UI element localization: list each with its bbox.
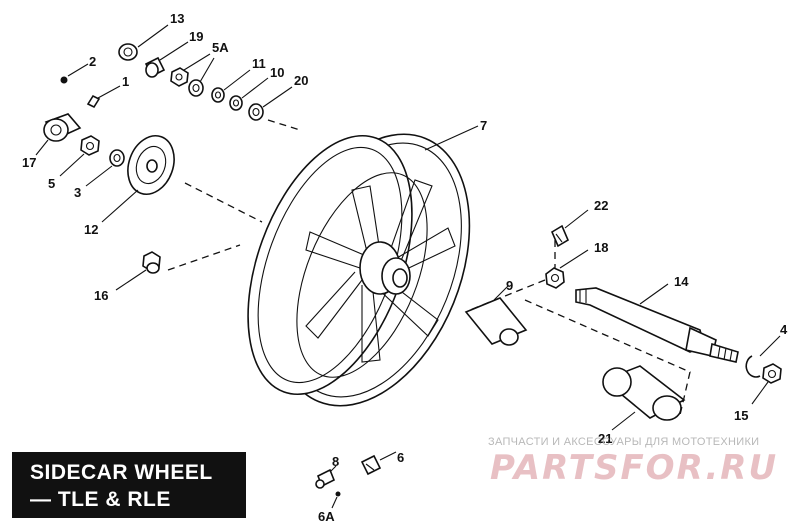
part-14	[575, 283, 739, 363]
callout-11: 11	[252, 56, 266, 71]
callout-6a: 6A	[318, 509, 335, 524]
callout-2: 2	[89, 54, 96, 69]
callout-18: 18	[594, 240, 608, 255]
callout-5: 5	[48, 176, 55, 191]
watermark-logo: PARTSFOR.RU	[490, 448, 779, 488]
wheel-spokes	[305, 179, 456, 363]
wheel-hub	[359, 241, 411, 295]
part-12	[101, 135, 175, 223]
part-11	[211, 69, 251, 103]
callout-19: 19	[189, 29, 203, 44]
callout-10: 10	[270, 65, 284, 80]
part-2	[60, 63, 89, 84]
callout-4: 4	[780, 322, 788, 337]
callout-16: 16	[94, 288, 108, 303]
part-9	[464, 285, 528, 346]
part-6	[360, 451, 397, 476]
callout-labels: 13 19 5A 11 10 20 2 1 17 5 3 12 16 7 22 …	[22, 11, 788, 524]
part-21	[602, 365, 686, 431]
part-5a	[170, 53, 215, 97]
part-3	[85, 149, 125, 187]
callout-15: 15	[734, 408, 748, 423]
part-20	[248, 86, 293, 121]
callout-6: 6	[397, 450, 404, 465]
callout-17: 17	[22, 155, 36, 170]
callout-3: 3	[74, 185, 81, 200]
part-10	[229, 77, 269, 111]
callout-21: 21	[598, 431, 612, 446]
callout-12: 12	[84, 222, 98, 237]
callout-22: 22	[594, 198, 608, 213]
callout-9: 9	[506, 278, 513, 293]
callout-13: 13	[170, 11, 184, 26]
callout-1: 1	[122, 74, 129, 89]
part-15	[751, 363, 782, 405]
title-line-1: SIDECAR WHEEL	[30, 461, 213, 484]
part-17	[35, 113, 82, 156]
part-7-leader	[424, 125, 479, 151]
callout-20: 20	[294, 73, 308, 88]
part-19	[144, 41, 189, 78]
title-line-2: — TLE & RLE	[30, 488, 171, 511]
part-1	[86, 85, 121, 109]
part-22	[550, 209, 589, 248]
part-16	[115, 251, 161, 291]
watermark-caption: ЗАПЧАСТИ И АКСЕССУАРЫ ДЛЯ МОТОТЕХНИКИ	[488, 436, 760, 448]
part-6a	[331, 491, 341, 509]
part-18	[545, 249, 589, 289]
part-13	[118, 24, 169, 61]
callout-5a: 5A	[212, 40, 229, 55]
part-8	[315, 465, 337, 489]
diagram-title: SIDECAR WHEEL — TLE & RLE	[12, 452, 246, 518]
part-4	[745, 335, 781, 378]
callout-7: 7	[480, 118, 487, 133]
callout-14: 14	[674, 274, 689, 289]
callout-8: 8	[332, 454, 339, 469]
part-5	[59, 135, 100, 177]
wheel-rim	[247, 133, 471, 407]
